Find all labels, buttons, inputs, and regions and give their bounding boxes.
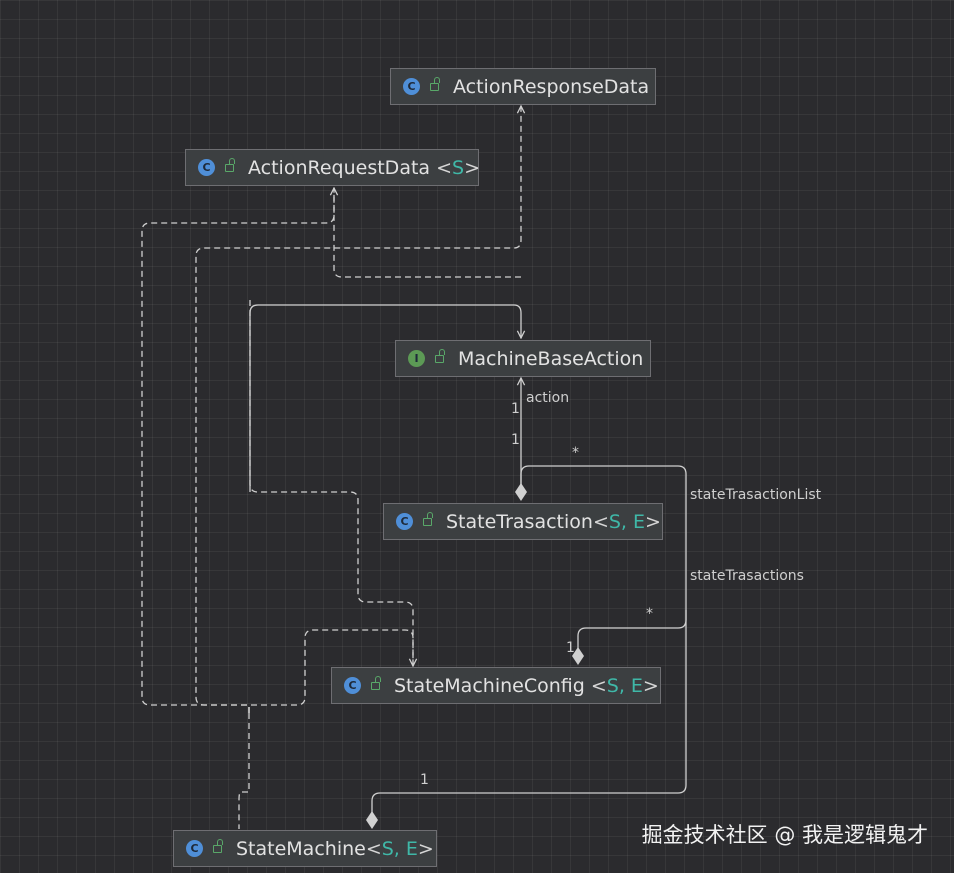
class-name: ActionResponseData [453,75,650,98]
multiplicity-action-top: 1 [511,401,520,417]
class-icon: C [344,677,361,694]
node-machine-base-action[interactable]: I MachineBaseAction [395,340,651,377]
class-name: StateMachineConfig [394,674,585,697]
role-label-action: action [526,390,570,406]
class-name: StateTrasaction [446,510,593,533]
generic-open: < [430,156,453,179]
class-icon: C [396,513,413,530]
public-visibility-icon [213,838,223,853]
multiplicity-machine-one: 1 [420,772,429,788]
type-params: S [452,156,465,179]
class-name: StateMachine [236,837,366,860]
role-label-state-trasaction-list: stateTrasactionList [690,487,822,503]
role-label-state-trasactions: stateTrasactions [690,568,804,584]
composition-diamond-trasaction [515,483,527,501]
public-visibility-icon [371,675,381,690]
dep-machine-to-request-outer [141,188,334,713]
composition-diamond-machine [366,811,378,829]
interface-icon: I [408,350,425,367]
generic-open: < [365,837,382,860]
assoc-machine-to-action [249,304,521,492]
generic-close: > [464,156,481,179]
node-action-request-data[interactable]: C ActionRequestData <S> [185,149,481,186]
node-action-response-data[interactable]: C ActionResponseData [390,68,656,105]
assoc-machine-to-trasaction [371,610,687,813]
class-icon: C [186,840,203,857]
assoc-config-to-trasaction [520,465,687,648]
node-state-machine[interactable]: C StateMachine <S, E> [173,830,437,867]
dep-machine-stem [238,713,250,829]
dep-machine-to-response [195,106,521,713]
multiplicity-config-one: 1 [566,640,575,656]
type-params: S, E [381,837,418,860]
generic-close: > [642,674,659,697]
generic-close: > [645,510,661,533]
public-visibility-icon [435,348,445,363]
dep-config-to-request [333,188,521,278]
generic-open: < [584,674,607,697]
generic-open: < [592,510,609,533]
watermark: 掘金技术社区 @ 我是逻辑鬼才 [641,823,928,847]
dep-machine-to-config [248,629,413,713]
public-visibility-icon [430,76,440,91]
multiplicity-list-star: * [572,445,579,461]
public-visibility-icon [225,157,235,172]
class-icon: C [403,78,420,95]
node-state-trasaction[interactable]: C StateTrasaction <S, E> [383,503,663,540]
class-name: ActionRequestData [248,156,431,179]
node-state-machine-config[interactable]: C StateMachineConfig <S, E> [331,667,661,704]
type-params: S, E [606,674,643,697]
composition-diamond-config [572,647,584,665]
dep-action-to-config [249,300,414,666]
generic-close: > [417,837,434,860]
multiplicity-config-star: * [646,606,653,622]
public-visibility-icon [423,511,433,526]
class-name: MachineBaseAction [458,347,644,370]
multiplicity-action-bottom: 1 [511,432,520,448]
type-params: S, E [608,510,646,533]
class-icon: C [198,159,215,176]
